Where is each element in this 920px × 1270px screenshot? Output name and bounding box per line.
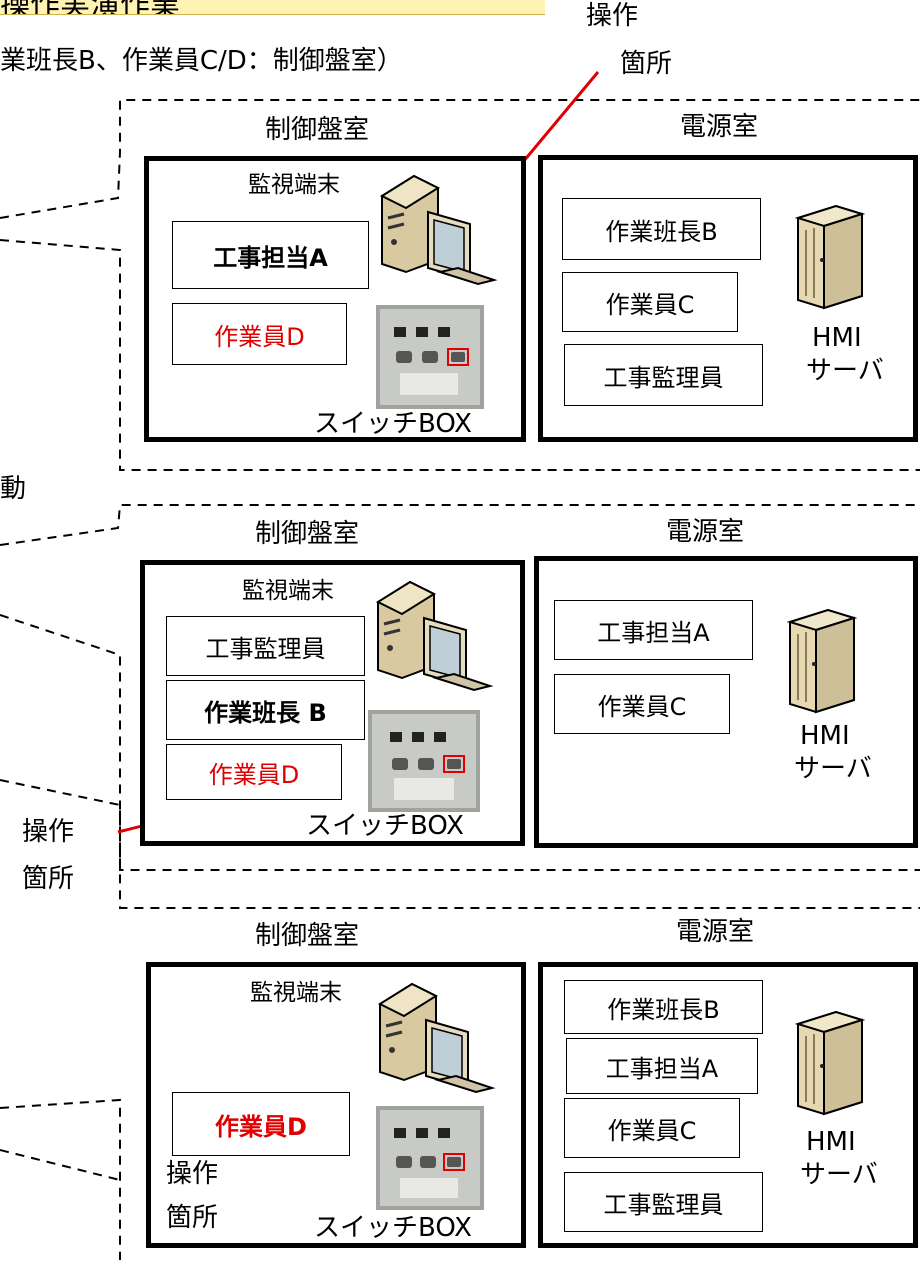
server-label: サーバ [794, 753, 872, 784]
switch-box-photo [368, 710, 480, 812]
switch-box-label: スイッチBOX [306, 811, 464, 841]
panel-2-border [0, 504, 920, 546]
person-box-power: 作業班長B [564, 980, 763, 1034]
operation-point-label-3-line1: 操作 [166, 1159, 219, 1189]
side-text-move: 動 [0, 474, 27, 504]
switch-box-label: スイッチBOX [314, 1213, 472, 1243]
person-box-control: 作業員D [166, 744, 342, 800]
panel-3-border [0, 779, 920, 909]
control-room-label: 制御盤室 [265, 115, 370, 145]
monitoring-terminal-label: 監視端末 [242, 578, 334, 604]
monitoring-terminal-icon [375, 580, 494, 692]
person-box-control: 作業員D [172, 1092, 350, 1156]
person-box-control: 作業員D [172, 303, 347, 365]
hmi-label: HMI [800, 721, 850, 751]
header-subtitle: 業班長B、作業員C/D：制御盤室） [0, 46, 403, 76]
person-box-control: 工事監理員 [166, 616, 365, 676]
panel-3-border-lower [0, 1098, 121, 1260]
panel-1-border [0, 99, 920, 219]
person-box-power: 作業員C [564, 1098, 740, 1158]
person-box-power: 作業班長B [562, 198, 761, 260]
hmi-server-label: HMI サーバ [800, 1126, 878, 1191]
person-box-power: 作業員C [554, 674, 730, 734]
monitoring-terminal-icon [377, 982, 496, 1094]
hmi-server-icon [786, 608, 858, 714]
panel-1-border-lower [0, 239, 920, 471]
monitoring-terminal-label: 監視端末 [250, 980, 342, 1006]
person-box-power: 工事担当A [554, 600, 753, 660]
switch-box-label: スイッチBOX [314, 409, 472, 439]
header-banner: 操作実演作業 [0, 0, 545, 15]
hmi-server-label: HMI サーバ [806, 322, 884, 387]
person-box-power: 工事監理員 [564, 1172, 763, 1232]
power-room-label: 電源室 [666, 517, 745, 547]
server-label: サーバ [800, 1159, 878, 1190]
hmi-server-icon [794, 1010, 866, 1116]
operation-point-label-2-line1: 操作 [22, 817, 75, 847]
person-box-power: 作業員C [562, 272, 738, 332]
hmi-label: HMI [812, 323, 862, 353]
panel-3-border-bottom [0, 1149, 121, 1181]
header-title: 操作実演作業 [0, 0, 180, 14]
hmi-server-label: HMI サーバ [794, 720, 872, 785]
person-box-power: 工事監理員 [564, 344, 763, 406]
control-room-label: 制御盤室 [255, 921, 360, 951]
operation-point-label-1-line1: 操作 [586, 1, 639, 31]
hmi-server-icon [794, 204, 866, 310]
operation-point-label-2-line2: 箇所 [22, 864, 75, 894]
power-room-label: 電源室 [676, 917, 755, 947]
switch-box-photo [376, 1106, 484, 1210]
monitoring-terminal-icon [379, 174, 498, 286]
power-room-label: 電源室 [680, 112, 759, 142]
hmi-label: HMI [806, 1127, 856, 1157]
switch-box-photo [376, 305, 484, 409]
server-label: サーバ [806, 355, 884, 386]
person-box-control: 作業班長 B [166, 680, 365, 740]
monitoring-terminal-label: 監視端末 [248, 172, 340, 198]
control-room-label: 制御盤室 [255, 519, 360, 549]
person-box-power: 工事担当A [566, 1038, 758, 1094]
person-box-control: 工事担当A [172, 221, 369, 289]
operation-point-label-1-line2: 箇所 [620, 49, 673, 79]
operation-point-label-3-line2: 箇所 [166, 1203, 219, 1233]
panel-2-border-lower [0, 614, 920, 871]
